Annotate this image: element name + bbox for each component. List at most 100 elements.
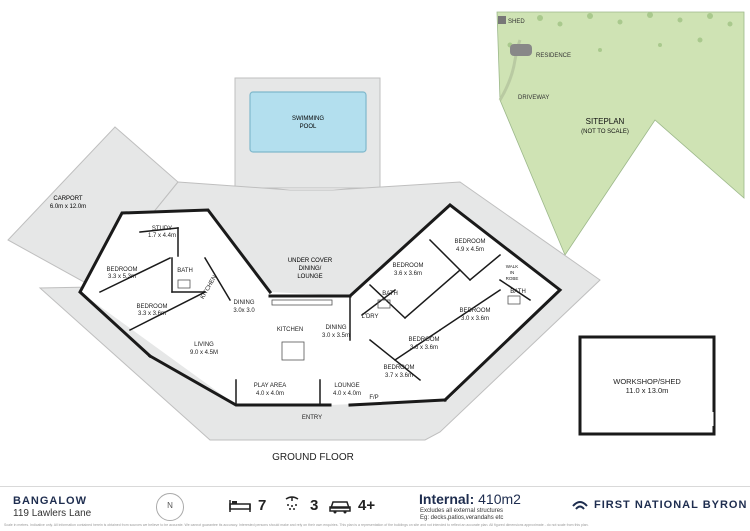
dining-size: 3.0 x 3.5m xyxy=(322,333,350,339)
wall-ldry xyxy=(360,288,397,317)
wall-bed-left xyxy=(98,256,172,294)
workshop-label: WORKSHOP/SHED xyxy=(613,377,681,386)
bedroom-r3-label: BEDROOM xyxy=(408,337,439,343)
carport-label: CARPORT xyxy=(53,196,83,202)
bedroom-r4-size: 3.7 x 3.6m xyxy=(385,373,413,379)
workshop-outline xyxy=(578,335,716,436)
bedroom-r1-label: BEDROOM xyxy=(392,263,423,269)
site-trees xyxy=(507,12,733,52)
wall-bed-r1 xyxy=(403,268,462,320)
fp-label: F/P xyxy=(369,395,378,401)
dining-left-size: 3.0x 3.0 xyxy=(233,308,255,314)
wall-living xyxy=(128,290,207,332)
bath-mid-fixture xyxy=(377,299,391,309)
bath-left-label: BATH xyxy=(177,268,193,274)
bathrooms-count: 3 xyxy=(310,496,319,514)
wir-label-1: WALK xyxy=(506,264,519,269)
site-shed-label: SHED xyxy=(508,19,525,25)
wall-kitchen-small xyxy=(203,256,232,302)
play-area-size: 4.0 x 4.0m xyxy=(256,391,284,397)
site-plan-subtitle: (NOT TO SCALE) xyxy=(581,129,629,135)
play-area-label: PLAY AREA xyxy=(254,383,286,389)
bedroom-left-label: BEDROOM xyxy=(106,267,137,273)
internal-area: Internal: 410m2 xyxy=(419,491,521,507)
wall-left-wing-outer xyxy=(78,208,273,359)
wall-bed-master xyxy=(428,238,472,282)
bedroom-r3-size: 3.6 x 3.6m xyxy=(410,345,438,351)
compass-icon: N xyxy=(156,493,184,521)
wall-right-wing-outer xyxy=(347,203,563,403)
bathrooms-stat: 3 xyxy=(280,495,318,515)
dining-label: DINING xyxy=(326,325,347,331)
site-residence-shape xyxy=(510,44,532,56)
bedrooms-count: 7 xyxy=(258,496,267,514)
wall-bed-r4 xyxy=(368,338,422,382)
study-size: 1.7 x 4.4m xyxy=(148,233,176,239)
kitchen-label: KITCHEN xyxy=(277,327,303,333)
wir-label-3: ROBE xyxy=(506,276,519,281)
bath-right-fixture xyxy=(507,295,521,305)
suburb-name: BANGALOW xyxy=(13,495,87,507)
workshop-size: 11.0 x 13.0m xyxy=(626,386,669,395)
carport-size: 6.0m x 12.0m xyxy=(50,204,86,210)
room-labels: STUDY 1.7 x 4.4m BEDROOM 3.3 x 5.3m BATH… xyxy=(106,226,525,421)
kitchen-bench xyxy=(271,299,333,306)
internal-area-note-2: Eg: decks,patios,verandahs etc xyxy=(420,515,504,521)
bedroom-master-size: 4.9 x 4.5m xyxy=(456,247,484,253)
wall-bath-mid xyxy=(368,283,407,320)
undercover-label-3: LOUNGE xyxy=(297,274,322,280)
brand-name: FIRST NATIONAL BYRON xyxy=(594,499,748,511)
agency-brand: FIRST NATIONAL BYRON xyxy=(572,499,747,511)
internal-area-note-1: Excludes all external structures xyxy=(420,508,504,514)
bath-left-fixture xyxy=(177,279,191,289)
site-driveway xyxy=(498,39,522,101)
fixtures xyxy=(177,279,521,361)
bath-mid-label: BATH xyxy=(382,291,398,297)
disclaimer-text: Scale in metres. Indicative only. All in… xyxy=(4,523,589,527)
ldry-label: L'DRY xyxy=(361,314,378,320)
floor-plan: SHED RESIDENCE DRIVEWAY SITEPLAN (NOT TO… xyxy=(7,11,745,463)
internal-area-label: Internal: xyxy=(419,491,475,507)
undercover-label-1: UNDER COVER xyxy=(288,258,333,264)
lounge-size: 4.0 x 4.0m xyxy=(333,391,361,397)
bedroom-r1-size: 3.6 x 3.6m xyxy=(394,271,422,277)
walls xyxy=(78,203,563,407)
site-plan-title: SITEPLAN xyxy=(586,117,625,126)
ground-floor-label: GROUND FLOOR xyxy=(272,452,354,463)
bed-icon xyxy=(229,500,251,512)
bedroom-left2-label: BEDROOM xyxy=(136,304,167,310)
street-address: 119 Lawlers Lane xyxy=(13,508,92,519)
living-label: LIVING xyxy=(194,342,214,348)
wall-bed-r2 xyxy=(438,288,502,332)
bedroom-left2-size: 3.3 x 3.6m xyxy=(138,311,166,317)
brand-logo-icon xyxy=(572,501,588,510)
kitchen-island xyxy=(281,341,305,361)
site-residence-label: RESIDENCE xyxy=(536,53,571,59)
pool-label-2: POOL xyxy=(300,124,317,130)
footer-bar: BANGALOW 119 Lawlers Lane N 7 3 4+ Inte xyxy=(0,486,750,531)
cars-count: 4+ xyxy=(358,496,376,514)
wall-front-right xyxy=(348,398,447,407)
bedroom-r2-label: BEDROOM xyxy=(459,308,490,314)
site-plan: SHED RESIDENCE DRIVEWAY SITEPLAN (NOT TO… xyxy=(496,11,745,256)
bedroom-master-label: BEDROOM xyxy=(454,239,485,245)
wir-label-2: IN xyxy=(510,270,515,275)
bedroom-left-size: 3.3 x 5.3m xyxy=(108,274,136,280)
site-shed-shape xyxy=(498,16,506,24)
undercover-label-2: DINING/ xyxy=(299,266,322,272)
compass-north-label: N xyxy=(167,501,173,510)
shower-icon xyxy=(285,496,299,510)
bedrooms-stat: 7 xyxy=(228,495,266,515)
study-label: STUDY xyxy=(152,226,172,232)
bedroom-r4-label: BEDROOM xyxy=(383,365,414,371)
wall-wir xyxy=(468,253,502,282)
bath-right-label: BATH xyxy=(510,289,526,295)
car-icon xyxy=(329,501,351,514)
cars-stat: 4+ xyxy=(328,495,375,515)
pool-label-1: SWIMMING xyxy=(292,116,324,122)
living-size: 9.0 x 4.5M xyxy=(190,350,218,356)
swimming-pool xyxy=(249,91,367,153)
workshop-shed: WORKSHOP/SHED 11.0 x 13.0m xyxy=(578,335,716,436)
wall-study xyxy=(139,227,179,233)
wall-bath-right xyxy=(498,278,532,302)
